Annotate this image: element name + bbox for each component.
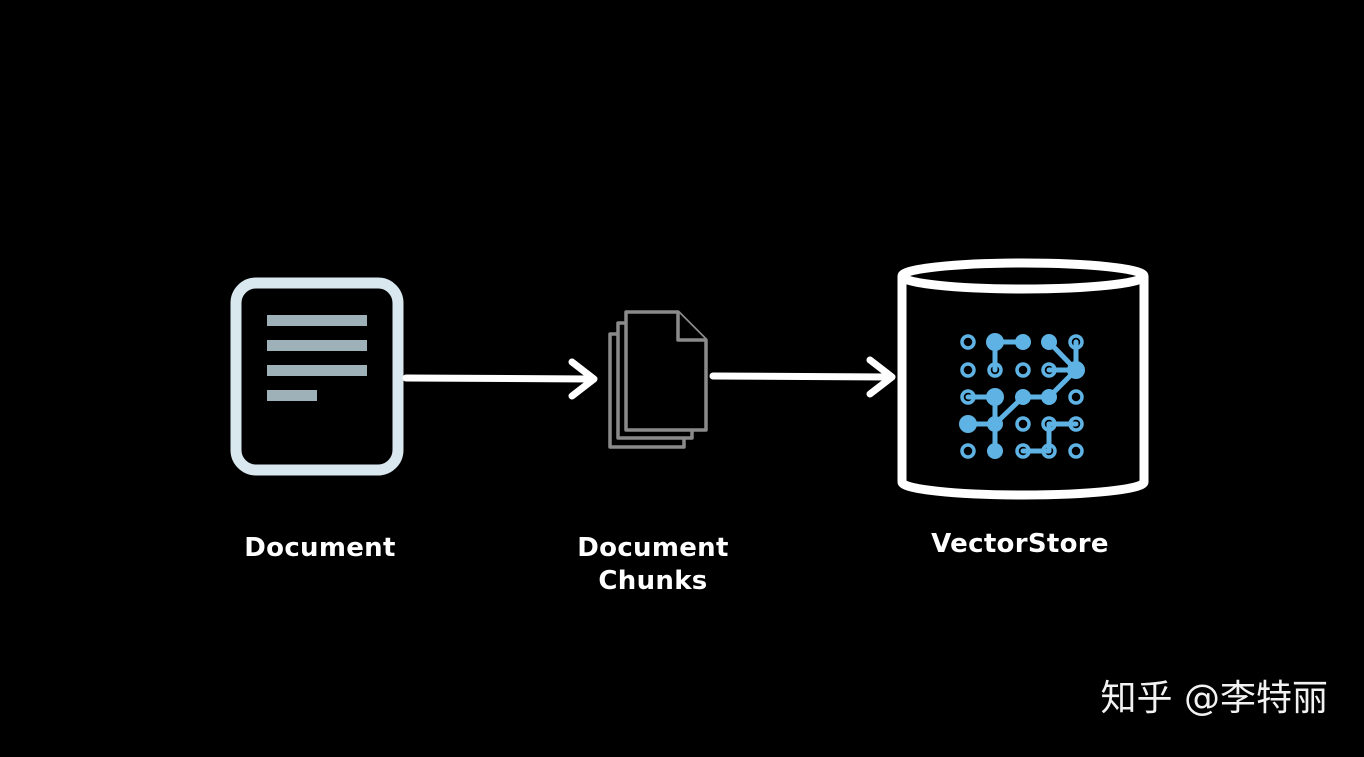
document-chunks-label-line1: Document	[577, 533, 729, 563]
document-icon	[230, 277, 404, 476]
database-cylinder-icon	[897, 258, 1149, 500]
document-chunks-label-line2: Chunks	[598, 566, 708, 596]
vectorstore-label: VectorStore	[931, 529, 1109, 559]
arrow-chunks-to-vectorstore	[709, 356, 896, 398]
stacked-pages-icon	[608, 310, 708, 449]
arrow-document-to-chunks	[402, 358, 598, 400]
vector-network-icon	[959, 333, 1085, 459]
document-label: Document	[244, 533, 396, 563]
watermark: 知乎 @李特丽	[1100, 678, 1328, 719]
document-chunks-label: Document Chunks	[553, 532, 753, 598]
